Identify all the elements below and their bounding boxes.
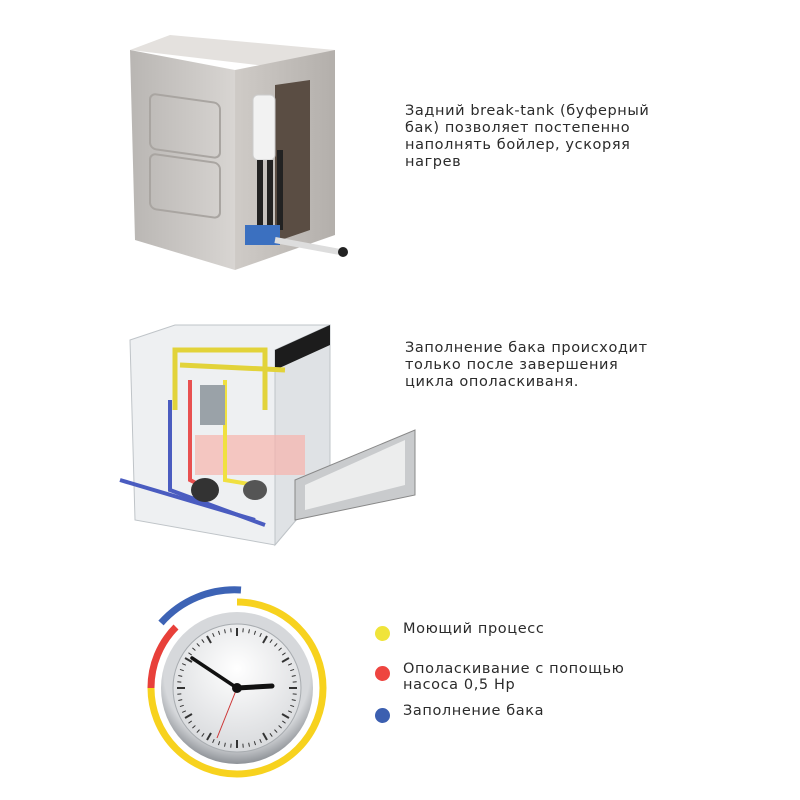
clock-tick: [282, 720, 286, 724]
clock-tick: [192, 725, 196, 729]
clock-tick: [287, 710, 293, 713]
yellow-dot-icon: [375, 626, 390, 641]
clock-tick: [290, 704, 295, 708]
clock-tick: [196, 643, 200, 647]
clock-tick: [178, 675, 183, 677]
break-tank-description: Задний break-tank (буферный бак) позволя…: [405, 103, 650, 170]
clock-tick: [224, 742, 226, 747]
legend-label: Ополаскивание с попощью насоса 0,5 Hp: [403, 661, 625, 693]
clock-tick: [274, 643, 278, 647]
clock-tick: [212, 632, 215, 638]
red-dot-icon: [375, 666, 390, 681]
legend-label: Заполнение бака: [403, 703, 545, 719]
clock-tick: [179, 704, 184, 708]
clock-tick: [262, 732, 268, 741]
clock-tick: [184, 657, 193, 663]
legend-item-fill: Заполнение бака: [375, 703, 544, 723]
clock-tick: [212, 738, 215, 744]
clock-tick: [188, 720, 192, 724]
clock-tick: [259, 738, 262, 744]
blue-dot-icon: [375, 708, 390, 723]
legend-item-rinse: Ополаскивание с попощью насоса 0,5 Hp: [375, 661, 624, 693]
fill-arc: [158, 586, 242, 626]
dishwasher-rear-image: [130, 35, 348, 270]
clock-tick: [178, 699, 183, 701]
clock-tick: [278, 647, 282, 651]
clock-tick: [201, 733, 205, 737]
clock-tick: [281, 657, 290, 663]
clock-tick: [269, 733, 273, 737]
tank-filling-description: Заполнение бака происходит только после …: [405, 340, 648, 390]
clock-tick: [269, 639, 273, 643]
clock-tick: [206, 635, 212, 644]
clock-tick: [253, 741, 257, 746]
clock-tick: [290, 668, 295, 672]
clock-tick: [291, 675, 296, 677]
clock-tick: [282, 652, 286, 656]
clock-tick: [179, 668, 184, 672]
clock-tick: [217, 741, 221, 746]
clock-tick: [201, 639, 205, 643]
clock-tick: [281, 713, 290, 719]
cycle-clock: [147, 586, 327, 778]
clock-tick: [192, 647, 196, 651]
clock-tick: [248, 629, 250, 634]
clock-tick: [287, 663, 293, 666]
clock-tick: [196, 729, 200, 733]
clock-tick: [253, 630, 257, 635]
clock-tick: [206, 732, 212, 741]
legend-item-wash: Моющий процесс: [375, 621, 544, 641]
clock-tick: [278, 725, 282, 729]
legend-label: Моющий процесс: [403, 621, 545, 637]
clock-tick: [291, 699, 296, 701]
clock-tick: [262, 635, 268, 644]
clock-tick: [181, 663, 187, 666]
clock-tick: [188, 652, 192, 656]
clock-tick: [181, 710, 187, 713]
dishwasher-cutaway-image: [119, 324, 416, 547]
clock-tick: [248, 742, 250, 747]
clock-tick: [274, 729, 278, 733]
wash-arc: [147, 598, 327, 778]
clock-tick: [217, 630, 221, 635]
clock-tick: [259, 632, 262, 638]
rinse-arc: [147, 624, 179, 689]
clock-tick: [224, 629, 226, 634]
clock-tick: [184, 713, 193, 719]
